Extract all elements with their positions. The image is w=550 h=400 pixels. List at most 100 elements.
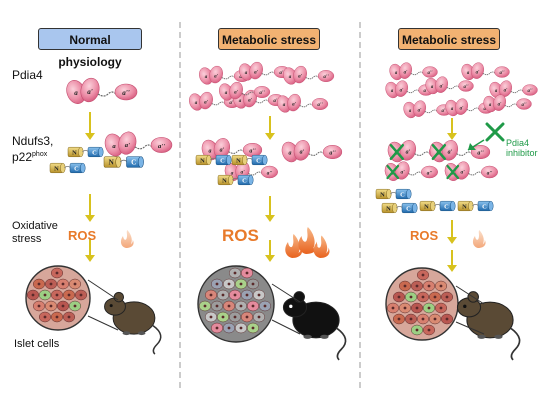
cell-nucleus [415, 328, 419, 332]
cell-nucleus [79, 293, 83, 297]
domain-a-prime-label: a' [476, 70, 480, 75]
domain-a-double-prime [422, 66, 438, 78]
mouse-normal [104, 291, 162, 355]
domain-a-double-prime [150, 137, 173, 153]
domain-a-prime [413, 100, 427, 117]
cell-nucleus [37, 304, 41, 308]
arrow-stress-1-head [265, 133, 275, 140]
cell-nucleus [445, 317, 449, 321]
domain-a-double-prime [494, 66, 510, 78]
n-label: N [236, 157, 241, 164]
domain-a-label: a [74, 89, 78, 97]
pdia4-crossed: aa'a'' [384, 161, 438, 181]
cell-nucleus [439, 306, 443, 310]
label-oxidative-stress: Oxidative stress [12, 220, 58, 246]
inhibition-cross [389, 143, 405, 161]
inhibitor-line1: Pdia4 [506, 138, 530, 148]
c-terminal-cap [488, 200, 494, 212]
domain-a-prime-label: a' [400, 170, 405, 176]
domain-a-double-prime-label: a'' [477, 151, 484, 157]
n-terminal-cap [468, 200, 474, 212]
domain-a-prime [293, 65, 307, 84]
linker-chain [248, 171, 263, 176]
inhibition-cross [386, 164, 400, 180]
cell-nucleus [67, 293, 71, 297]
cell-nucleus [233, 315, 237, 319]
ros-label-normal: ROS [68, 228, 97, 243]
cell-nucleus [55, 315, 59, 319]
mouse-foot [477, 334, 486, 339]
magnify-line [87, 279, 119, 301]
cell-nucleus [397, 295, 401, 299]
linker-chain [482, 71, 496, 76]
ros-flame-stress [285, 234, 303, 258]
domain-a-label: a [283, 103, 286, 108]
cell-nucleus [251, 326, 255, 330]
domain-a-prime-label: a' [240, 170, 245, 176]
domain-a-prime-label: a' [460, 106, 464, 111]
mouse-stress [282, 291, 347, 361]
arrow-inhibited-1-head [447, 133, 457, 140]
cell-nucleus [37, 282, 41, 286]
cell-nucleus [439, 284, 443, 288]
cell-nucleus [433, 295, 437, 299]
linker-chain [424, 109, 438, 114]
cell-nucleus [445, 295, 449, 299]
c-terminal-cap [406, 188, 412, 200]
domain-a-label: a [112, 143, 116, 150]
n-terminal-cap [430, 200, 436, 212]
cell-nucleus [427, 306, 431, 310]
linker-chain [255, 99, 270, 104]
domain-a-prime [293, 139, 311, 161]
domain-a-prime [199, 91, 213, 110]
cell-nucleus [215, 326, 219, 330]
cell-nucleus [215, 282, 219, 286]
mouse-foot [122, 331, 131, 336]
domain-a-label: a [239, 99, 242, 104]
domain-a-prime [229, 81, 243, 100]
domain-a-double-prime-label: a'' [267, 170, 273, 176]
arrow-stress-3-head [265, 255, 275, 262]
linker-chain [228, 149, 245, 154]
cell-nucleus [403, 284, 407, 288]
inhibitor-line2: inhibitor [506, 148, 538, 158]
domain-a-prime-label: a' [460, 170, 465, 176]
cell-nucleus [227, 304, 231, 308]
domain-a-prime-label: a' [400, 88, 404, 93]
domain-a-double-prime [516, 98, 532, 110]
c-label: C [92, 149, 97, 156]
domain-a-prime-label: a' [440, 84, 444, 89]
domain-a-double-prime [421, 165, 438, 179]
cell-nucleus [415, 306, 419, 310]
domain-a-prime-label: a' [248, 97, 253, 103]
ros-flame-normal [120, 230, 134, 248]
cell-nucleus [67, 315, 71, 319]
pdia4-inhibitor-label: Pdia4 inhibitor [506, 138, 538, 158]
cell-nucleus [421, 317, 425, 321]
cell-nucleus [239, 282, 243, 286]
cell-nucleus [221, 315, 225, 319]
label-islet-cells: Islet cells [14, 338, 60, 350]
domain-a-double-prime-label: a'' [323, 74, 329, 80]
linker-chain [410, 71, 424, 76]
inhibitor-x-icon [485, 122, 505, 142]
domain-a-label: a [209, 149, 212, 155]
c-label: C [482, 203, 487, 210]
c-label: C [242, 177, 247, 184]
c-label: C [444, 203, 449, 210]
n-label: N [72, 149, 77, 156]
domain-a-double-prime [470, 144, 491, 160]
domain-a-double-prime-label: a'' [487, 170, 493, 176]
domain-a-double-prime-label: a'' [329, 151, 336, 157]
linker-chain [134, 144, 153, 150]
cell-nucleus [409, 295, 413, 299]
domain-a-prime-label: a' [418, 108, 422, 113]
cell-nucleus [49, 304, 53, 308]
inhibition-cross [431, 143, 447, 161]
n-label: N [424, 203, 429, 210]
